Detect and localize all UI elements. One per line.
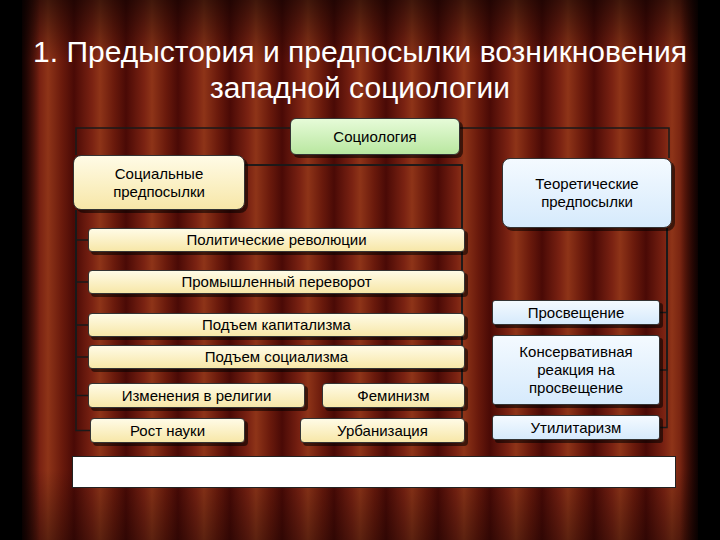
box-label: Социальные предпосылки (74, 165, 244, 201)
box-label: Утилитаризм (525, 419, 628, 437)
box-label: Подъем капитализма (196, 316, 357, 334)
connector-line (660, 228, 667, 428)
text-box: Политические революции (88, 228, 465, 252)
text-box: Изменения в религии (88, 383, 305, 408)
box-label: Промышленный переворот (175, 273, 377, 291)
box-label: Социология (327, 128, 422, 146)
box-label: Консервативная реакция на просвещение (493, 343, 659, 397)
box-label: Политические революции (180, 231, 372, 249)
curtain-shadow (680, 0, 720, 540)
blank-band (72, 456, 676, 488)
title-text: 1. Предыстория и предпосылки возникновен… (33, 35, 687, 104)
box-label: Изменения в религии (116, 387, 278, 405)
text-box: Урбанизация (300, 418, 465, 443)
connector-line (460, 128, 669, 158)
curtain-shadow (0, 0, 40, 540)
text-box: Социальные предпосылки (73, 155, 245, 210)
box-label: Теоретические предпосылки (503, 175, 671, 211)
box-label: Подъем социализма (199, 348, 354, 366)
connector-line (76, 210, 88, 325)
connector-line (660, 228, 667, 370)
text-box: Рост науки (90, 418, 245, 443)
text-box: Консервативная реакция на просвещение (492, 335, 660, 405)
box-label: Рост науки (124, 422, 211, 440)
text-box: Подъем социализма (88, 345, 465, 369)
connector-line (76, 210, 88, 240)
connector-line (76, 210, 88, 396)
connector-line (76, 128, 290, 155)
connector-line (76, 210, 88, 282)
box-label: Просвещение (522, 304, 631, 322)
box-label: Феминизм (351, 387, 435, 405)
text-box: Теоретические предпосылки (502, 158, 672, 228)
text-box: Промышленный переворот (88, 270, 465, 294)
connector-line (660, 228, 667, 313)
text-box: Утилитаризм (492, 415, 660, 440)
connector-line (76, 210, 88, 357)
box-label: Урбанизация (331, 422, 434, 440)
slide-title: 1. Предыстория и предпосылки возникновен… (10, 34, 710, 106)
text-box: Подъем капитализма (88, 313, 465, 337)
text-box: Феминизм (322, 383, 465, 408)
text-box: Социология (290, 118, 460, 155)
text-box: Просвещение (492, 300, 660, 325)
